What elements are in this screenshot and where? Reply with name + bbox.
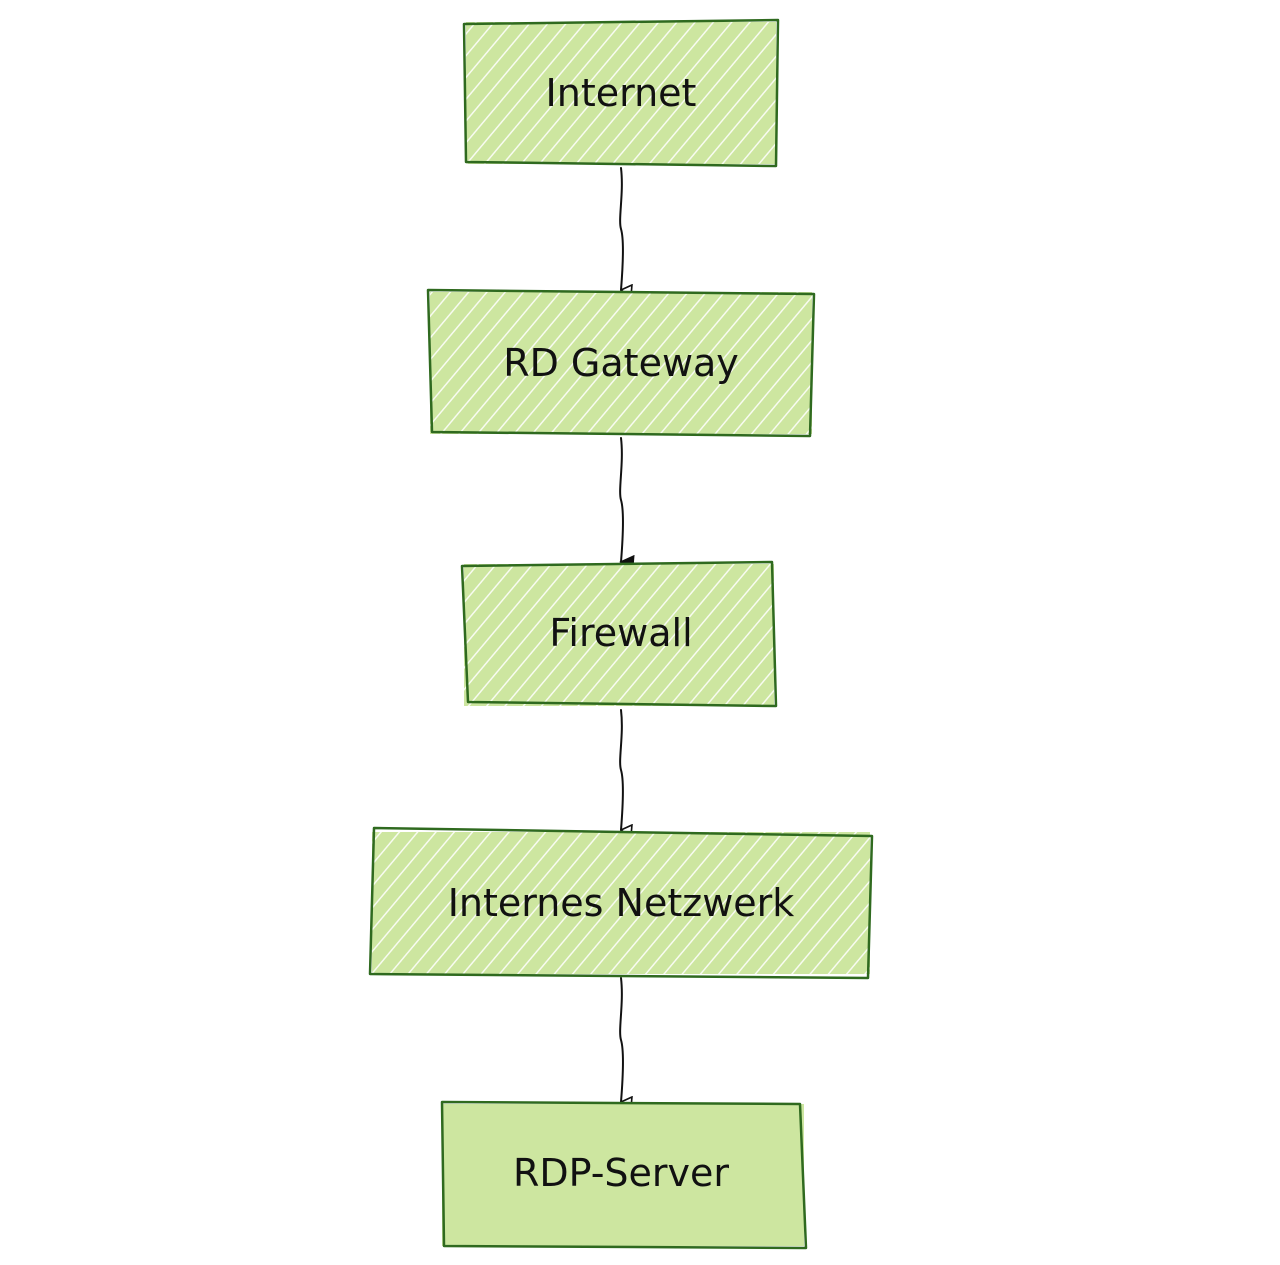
node-rdp-server-label: RDP-Server bbox=[513, 1151, 729, 1195]
node-internes-netzwerk-sketch bbox=[368, 826, 874, 980]
node-internet-sketch bbox=[462, 18, 780, 168]
node-rd-gateway-hatch bbox=[430, 292, 812, 434]
node-firewall-sketch bbox=[460, 560, 778, 708]
edge-rd-gateway-to-firewall bbox=[620, 437, 623, 562]
node-firewall[interactable]: Firewall bbox=[460, 560, 778, 708]
edge-firewall-to-internes-netzwerk bbox=[619, 709, 623, 830]
edges-layer bbox=[619, 167, 623, 1102]
node-rdp-server-sketch bbox=[440, 1100, 808, 1250]
node-firewall-label: Firewall bbox=[549, 611, 692, 655]
node-rd-gateway-label: RD Gateway bbox=[503, 341, 739, 385]
node-firewall-hatch bbox=[464, 564, 774, 706]
node-rdp-server-box bbox=[442, 1104, 804, 1246]
node-internes-netzwerk-hatch bbox=[372, 832, 870, 974]
node-rdp-server[interactable]: RDP-Server bbox=[440, 1100, 808, 1250]
node-rd-gateway-sketch bbox=[426, 288, 816, 438]
node-internet-hatch bbox=[466, 22, 776, 164]
edge-internes-netzwerk-to-rdp-server bbox=[619, 977, 623, 1102]
node-rd-gateway[interactable]: RD Gateway bbox=[426, 288, 816, 438]
node-internes-netzwerk[interactable]: Internes Netzwerk bbox=[368, 826, 874, 980]
node-internes-netzwerk-label: Internes Netzwerk bbox=[448, 881, 795, 925]
node-internet-label: Internet bbox=[546, 71, 697, 115]
node-internet[interactable]: Internet bbox=[462, 18, 780, 168]
edge-internet-to-rd-gateway bbox=[619, 167, 623, 290]
